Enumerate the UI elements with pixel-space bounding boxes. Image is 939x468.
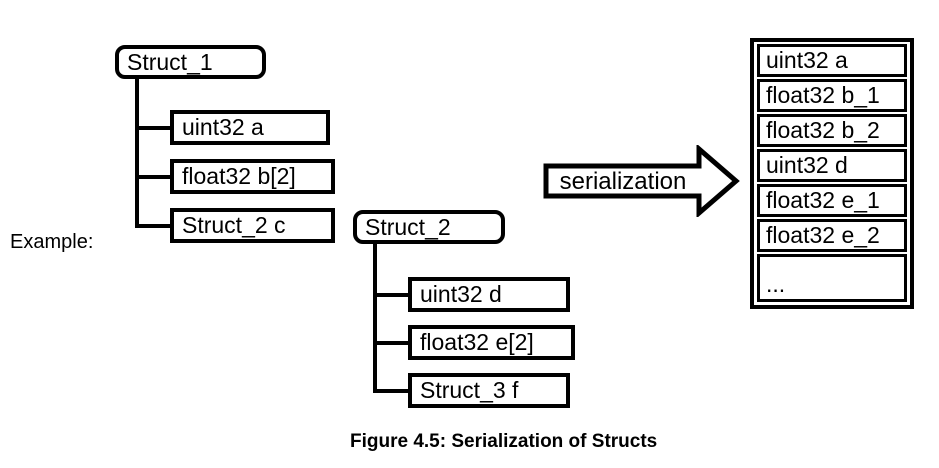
tree2-vertical-connector-line [373, 244, 377, 393]
serialized-row-6: float32 e_2 [757, 219, 907, 252]
figure-caption: Figure 4.5: Serialization of Structs [350, 431, 658, 452]
tree1-branch-line-3 [135, 224, 172, 228]
tree2-branch-line-3 [373, 389, 408, 393]
serialized-row-ellipsis: ... [757, 254, 907, 302]
tree1-branch-line-1 [135, 126, 172, 130]
tree2-branch-line-1 [373, 293, 408, 297]
tree1-vertical-connector-line [135, 79, 139, 228]
serialized-row-2: float32 b_1 [757, 79, 907, 112]
serialization-arrow-label: serialization [560, 168, 687, 195]
tree1-member-box-a: uint32 a [170, 110, 330, 145]
serialization-arrow-icon: serialization [543, 145, 740, 217]
serialized-row-4: uint32 d [757, 149, 907, 182]
tree1-member-box-c: Struct_2 c [170, 208, 335, 243]
tree2-root-box: Struct_2 [353, 210, 505, 244]
serialized-row-1: uint32 a [757, 44, 907, 77]
tree2-member-box-e: float32 e[2] [408, 325, 575, 360]
tree2-member-box-f: Struct_3 f [408, 373, 570, 408]
tree1-member-box-b: float32 b[2] [170, 159, 335, 194]
serialized-row-3: float32 b_2 [757, 114, 907, 147]
serialized-layout-table: uint32 a float32 b_1 float32 b_2 uint32 … [750, 38, 914, 309]
tree1-root-box: Struct_1 [115, 45, 266, 79]
tree2-branch-line-2 [373, 341, 408, 345]
serialized-row-5: float32 e_1 [757, 184, 907, 217]
tree2-member-box-d: uint32 d [408, 277, 570, 312]
example-label: Example: [10, 231, 94, 253]
tree1-branch-line-2 [135, 175, 172, 179]
